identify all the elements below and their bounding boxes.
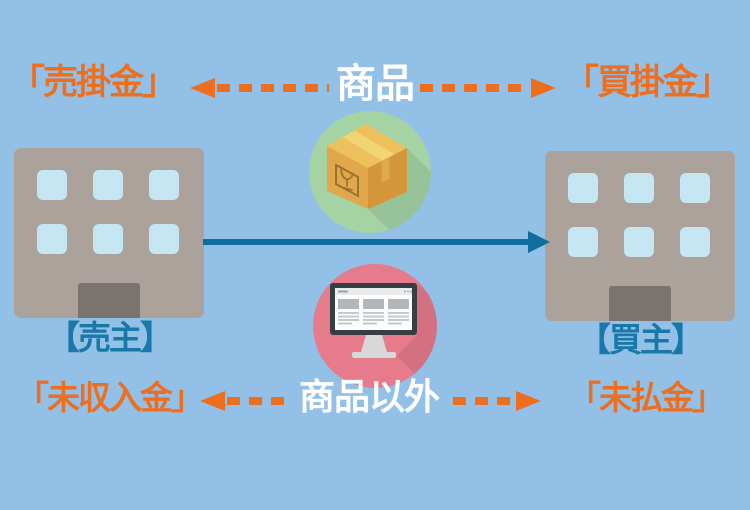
non-goods-label: 商品以外: [299, 377, 440, 418]
accounts-receivable-term: 「売掛金」: [10, 63, 177, 103]
non-goods-circle: [313, 264, 437, 388]
dashed-line-bottom-left: [227, 397, 293, 405]
window: [37, 224, 67, 254]
package-box-icon: [309, 111, 431, 233]
buyer-building: [545, 151, 735, 321]
window: [37, 170, 67, 200]
arrowhead-right-icon: [531, 78, 556, 98]
window: [149, 224, 179, 254]
delivery-arrowhead-icon: [528, 231, 550, 253]
accounts-payable-term: 「買掛金」: [564, 63, 731, 103]
arrowhead-right-icon: [516, 391, 541, 411]
arrowhead-left-icon: [190, 78, 215, 98]
door: [609, 286, 671, 321]
goods-label: 商品: [336, 61, 415, 107]
door: [78, 283, 140, 318]
window: [568, 227, 598, 257]
buyer-label: 【買主】: [578, 320, 704, 359]
goods-circle: [309, 111, 431, 233]
dashed-line-bottom-right: [453, 397, 513, 405]
accrued-income-term: 「未収入金」: [16, 378, 204, 417]
arrowhead-left-icon: [200, 391, 225, 411]
building-windows: [545, 151, 735, 257]
window: [93, 170, 123, 200]
seller-building: [14, 148, 204, 318]
delivery-arrow-line: [203, 239, 528, 245]
dashed-line-top-right: [420, 84, 528, 92]
dashed-line-top-left: [217, 84, 329, 92]
accrued-payable-term: 「未払金」: [568, 378, 725, 417]
window: [568, 173, 598, 203]
window: [149, 170, 179, 200]
window: [624, 173, 654, 203]
building-windows: [14, 148, 204, 254]
desktop-monitor-icon: [313, 264, 437, 388]
window: [680, 227, 710, 257]
window: [680, 173, 710, 203]
seller-label: 【売主】: [47, 318, 173, 357]
window: [624, 227, 654, 257]
window: [93, 224, 123, 254]
